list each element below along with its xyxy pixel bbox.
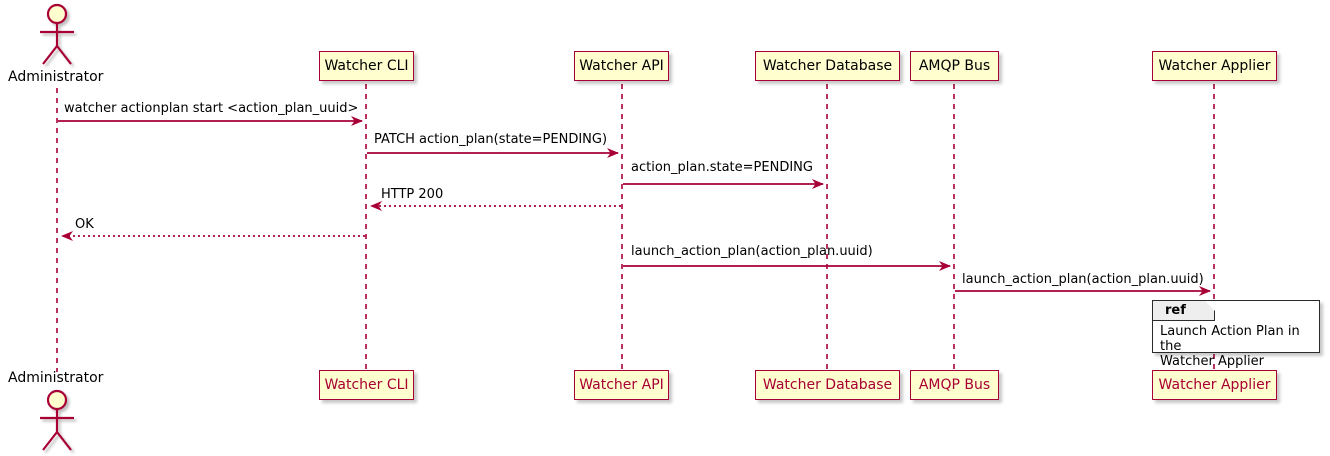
- message-arrows: [58, 116, 1211, 296]
- participant-label: Watcher Applier: [1158, 377, 1271, 393]
- participant-box-watcher-applier-bottom[interactable]: Watcher Applier: [1152, 370, 1277, 400]
- participant-label: Watcher Applier: [1158, 58, 1271, 74]
- ref-fragment-text: Launch Action Plan in the Watcher Applie…: [1160, 324, 1322, 369]
- message-label-0: watcher actionplan start <action_plan_uu…: [64, 101, 359, 116]
- message-label-5: launch_action_plan(action_plan.uuid): [631, 244, 873, 259]
- message-label-6: launch_action_plan(action_plan.uuid): [962, 272, 1204, 287]
- ref-fragment-text-line-1: Launch Action Plan in the: [1160, 324, 1300, 354]
- participant-label: Watcher Database: [762, 377, 893, 393]
- participant-box-watcher-database-top[interactable]: Watcher Database: [755, 51, 900, 81]
- participant-box-watcher-database-bottom[interactable]: Watcher Database: [755, 370, 900, 400]
- participant-label: Watcher CLI: [324, 58, 409, 74]
- participant-box-amqp-bus-top[interactable]: AMQP Bus: [910, 51, 999, 81]
- ref-fragment-text-line-2: Watcher Applier: [1160, 354, 1264, 369]
- participant-label: Watcher CLI: [324, 377, 409, 393]
- participant-box-watcher-api-top[interactable]: Watcher API: [574, 51, 669, 81]
- actor-administrator-bottom: [40, 389, 74, 451]
- participant-label: AMQP Bus: [918, 58, 991, 74]
- participant-box-amqp-bus-bottom[interactable]: AMQP Bus: [910, 370, 999, 400]
- participant-box-watcher-cli-bottom[interactable]: Watcher CLI: [319, 370, 414, 400]
- actor-label-administrator-bottom: Administrator: [8, 370, 104, 386]
- participant-label: Watcher API: [579, 377, 664, 393]
- participant-label: Watcher API: [579, 58, 664, 74]
- participant-label: AMQP Bus: [918, 377, 991, 393]
- ref-fragment-tab: [1153, 301, 1215, 321]
- message-label-2: action_plan.state=PENDING: [631, 160, 813, 175]
- participant-box-watcher-api-bottom[interactable]: Watcher API: [574, 370, 669, 400]
- lifelines: [56, 84, 1215, 372]
- participant-label: Watcher Database: [762, 58, 893, 74]
- ref-fragment-tab-label: ref: [1165, 303, 1186, 318]
- participant-box-watcher-cli-top[interactable]: Watcher CLI: [319, 51, 414, 81]
- ref-fragment-box[interactable]: ref Launch Action Plan in the Watcher Ap…: [1152, 300, 1320, 369]
- actor-label-administrator-top: Administrator: [8, 69, 104, 85]
- message-label-1: PATCH action_plan(state=PENDING): [374, 132, 608, 147]
- message-label-3: HTTP 200: [381, 187, 444, 202]
- participant-box-watcher-applier-top[interactable]: Watcher Applier: [1152, 51, 1277, 81]
- actor-administrator-top: [40, 3, 74, 65]
- message-label-4: OK: [75, 217, 94, 232]
